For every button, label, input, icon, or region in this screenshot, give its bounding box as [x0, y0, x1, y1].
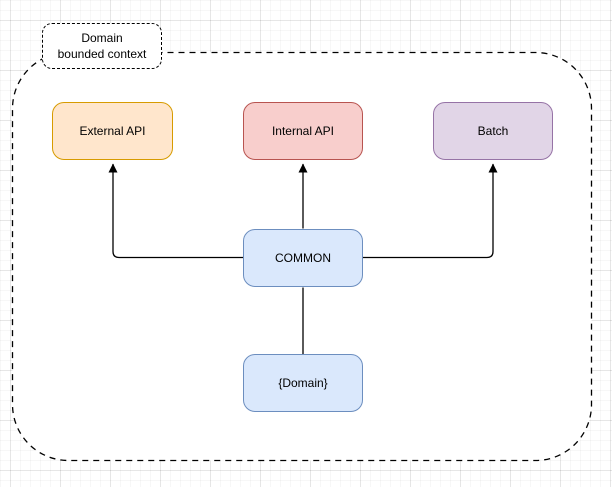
node-external-api-label: External API [79, 124, 146, 138]
node-external-api[interactable]: External API [52, 102, 173, 160]
node-domain-label: {Domain} [278, 376, 328, 390]
bounded-context-label-line1: Domain [81, 30, 123, 45]
edge-common-to-batch [363, 163, 498, 259]
edge-common-to-external-api [108, 163, 243, 259]
bounded-context-label[interactable]: Domain bounded context [42, 23, 162, 69]
node-internal-api-label: Internal API [271, 124, 335, 138]
node-batch[interactable]: Batch [433, 102, 553, 160]
node-common[interactable]: COMMON [243, 229, 363, 287]
node-common-label: COMMON [275, 251, 331, 265]
node-domain[interactable]: {Domain} [243, 354, 363, 412]
node-internal-api[interactable]: Internal API [243, 102, 363, 160]
bounded-context-label-line2: bounded context [57, 47, 147, 61]
node-batch-label: Batch [477, 124, 509, 138]
